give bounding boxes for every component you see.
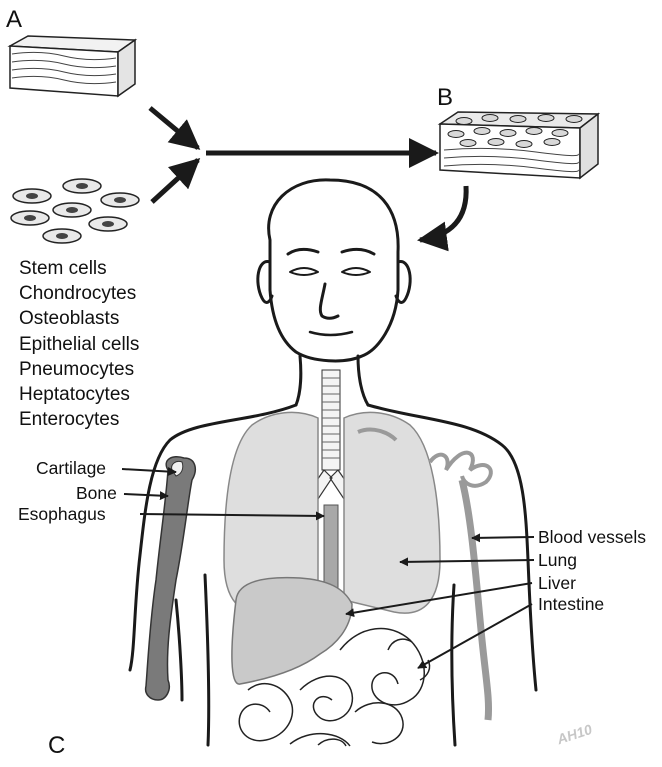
label-esophagus: Esophagus (18, 506, 106, 524)
panel-label-a: A (6, 8, 22, 32)
cell-type-item: Osteoblasts (19, 306, 139, 331)
panel-label-c: C (48, 734, 65, 758)
cells-group (11, 179, 139, 243)
cell-type-list: Stem cells Chondrocytes Osteoblasts Epit… (19, 256, 139, 432)
label-cartilage: Cartilage (36, 460, 106, 478)
label-bone: Bone (76, 485, 117, 503)
scaffold-a (10, 36, 135, 96)
merge-arrows (150, 108, 466, 240)
label-lung: Lung (538, 552, 577, 570)
cell-type-item: Stem cells (19, 256, 139, 281)
cell-type-item: Epithelial cells (19, 332, 139, 357)
cell-type-item: Chondrocytes (19, 281, 139, 306)
label-liver: Liver (538, 575, 576, 593)
liver (232, 578, 352, 684)
cell-type-item: Heptatocytes (19, 382, 139, 407)
humerus-bone (146, 457, 196, 700)
cell-type-item: Enterocytes (19, 407, 139, 432)
label-intestine: Intestine (538, 596, 604, 614)
panel-label-b: B (437, 86, 453, 110)
cell-type-item: Pneumocytes (19, 357, 139, 382)
label-blood-vessels: Blood vessels (538, 529, 646, 547)
scaffold-b (440, 112, 598, 178)
